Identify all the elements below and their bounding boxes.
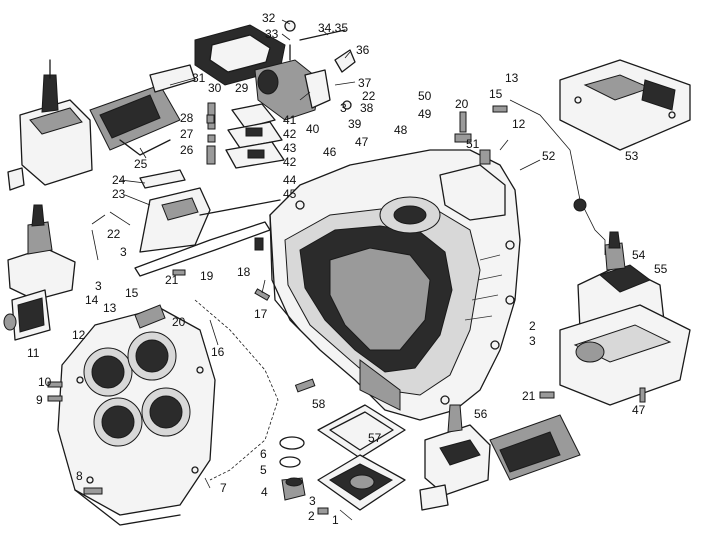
label-10: 10 bbox=[38, 375, 52, 389]
gasket-16 bbox=[194, 299, 279, 481]
label-55: 55 bbox=[654, 262, 668, 276]
label-51: 51 bbox=[466, 137, 480, 151]
label-28: 28 bbox=[180, 111, 194, 125]
label-9: 9 bbox=[36, 393, 43, 407]
label-49: 49 bbox=[418, 107, 432, 121]
label-53: 53 bbox=[625, 149, 639, 163]
label-39: 39 bbox=[348, 117, 362, 131]
label-45: 45 bbox=[283, 187, 297, 201]
label-4: 4 bbox=[261, 485, 268, 499]
label-52: 52 bbox=[542, 149, 556, 163]
label-41: 41 bbox=[283, 113, 297, 127]
label-31: 31 bbox=[192, 71, 206, 85]
label-54: 54 bbox=[632, 248, 646, 262]
label-33: 33 bbox=[265, 27, 279, 41]
label-50: 50 bbox=[418, 89, 432, 103]
leader-lines bbox=[91, 19, 541, 521]
label-47: 47 bbox=[355, 135, 369, 149]
label-16: 16 bbox=[211, 345, 225, 359]
bottom-cover bbox=[317, 404, 406, 511]
label-21-b: 21 bbox=[522, 389, 536, 403]
label-30: 30 bbox=[208, 81, 222, 95]
label-42-b: 42 bbox=[283, 155, 297, 169]
label-12-b: 12 bbox=[512, 117, 526, 131]
left-upper-valve bbox=[7, 59, 196, 191]
rings bbox=[279, 436, 306, 501]
label-48: 48 bbox=[394, 123, 408, 137]
label-20: 20 bbox=[172, 315, 186, 329]
label-37: 37 bbox=[358, 76, 372, 90]
label-38: 38 bbox=[360, 101, 374, 115]
label-3-c: 3 bbox=[95, 279, 102, 293]
label-23: 23 bbox=[112, 187, 126, 201]
label-36: 36 bbox=[356, 43, 370, 57]
label-26: 26 bbox=[180, 143, 194, 157]
label-17: 17 bbox=[254, 307, 268, 321]
label-18: 18 bbox=[237, 265, 251, 279]
label-3: 3 bbox=[340, 101, 347, 115]
main-housing bbox=[269, 149, 521, 421]
label-11: 11 bbox=[27, 346, 40, 360]
label-13-b: 13 bbox=[505, 71, 519, 85]
label-6: 6 bbox=[260, 447, 267, 461]
label-3-b: 3 bbox=[120, 245, 127, 259]
side-plates bbox=[134, 169, 281, 277]
label-58: 58 bbox=[312, 397, 326, 411]
label-25: 25 bbox=[134, 157, 148, 171]
label-46: 46 bbox=[323, 145, 337, 159]
label-20-b: 20 bbox=[455, 97, 469, 111]
label-19: 19 bbox=[200, 269, 214, 283]
label-42: 42 bbox=[283, 127, 297, 141]
label-12: 12 bbox=[72, 328, 86, 342]
label-22: 22 bbox=[362, 89, 376, 103]
label-56: 56 bbox=[474, 407, 488, 421]
label-1: 1 bbox=[332, 513, 339, 527]
label-24: 24 bbox=[112, 173, 126, 187]
label-40: 40 bbox=[306, 122, 320, 136]
shift-block bbox=[254, 20, 356, 121]
label-5: 5 bbox=[260, 463, 267, 477]
label-3-e: 3 bbox=[529, 334, 536, 348]
bottom-right-valve bbox=[419, 404, 581, 511]
label-22-b: 22 bbox=[107, 227, 121, 241]
label-47-b: 47 bbox=[632, 403, 646, 417]
label-27: 27 bbox=[180, 127, 194, 141]
front-cover-plate bbox=[57, 307, 216, 526]
label-29: 29 bbox=[235, 81, 249, 95]
label-7: 7 bbox=[220, 481, 227, 495]
label-2-b: 2 bbox=[529, 319, 536, 333]
small-parts bbox=[47, 102, 646, 515]
label-32: 32 bbox=[262, 11, 276, 25]
label-15: 15 bbox=[125, 286, 139, 300]
label-57: 57 bbox=[368, 431, 382, 445]
label-3-d: 3 bbox=[309, 494, 316, 508]
plates-group bbox=[225, 103, 285, 169]
right-valve bbox=[559, 231, 691, 406]
pipe-fitting bbox=[573, 198, 587, 212]
label-2: 2 bbox=[308, 509, 315, 523]
label-14: 14 bbox=[85, 293, 99, 307]
upper-right-cover bbox=[559, 59, 691, 151]
label-21: 21 bbox=[165, 273, 179, 287]
label-43: 43 bbox=[283, 141, 297, 155]
label-13: 13 bbox=[103, 301, 117, 315]
label-15-b: 15 bbox=[489, 87, 503, 101]
part-labels: 32 33 34.35 36 37 22 3 38 39 40 41 42 43… bbox=[27, 11, 668, 527]
left-middle-valve bbox=[3, 204, 76, 341]
label-34-35: 34.35 bbox=[318, 21, 348, 35]
label-8: 8 bbox=[76, 469, 83, 483]
label-44: 44 bbox=[283, 173, 297, 187]
